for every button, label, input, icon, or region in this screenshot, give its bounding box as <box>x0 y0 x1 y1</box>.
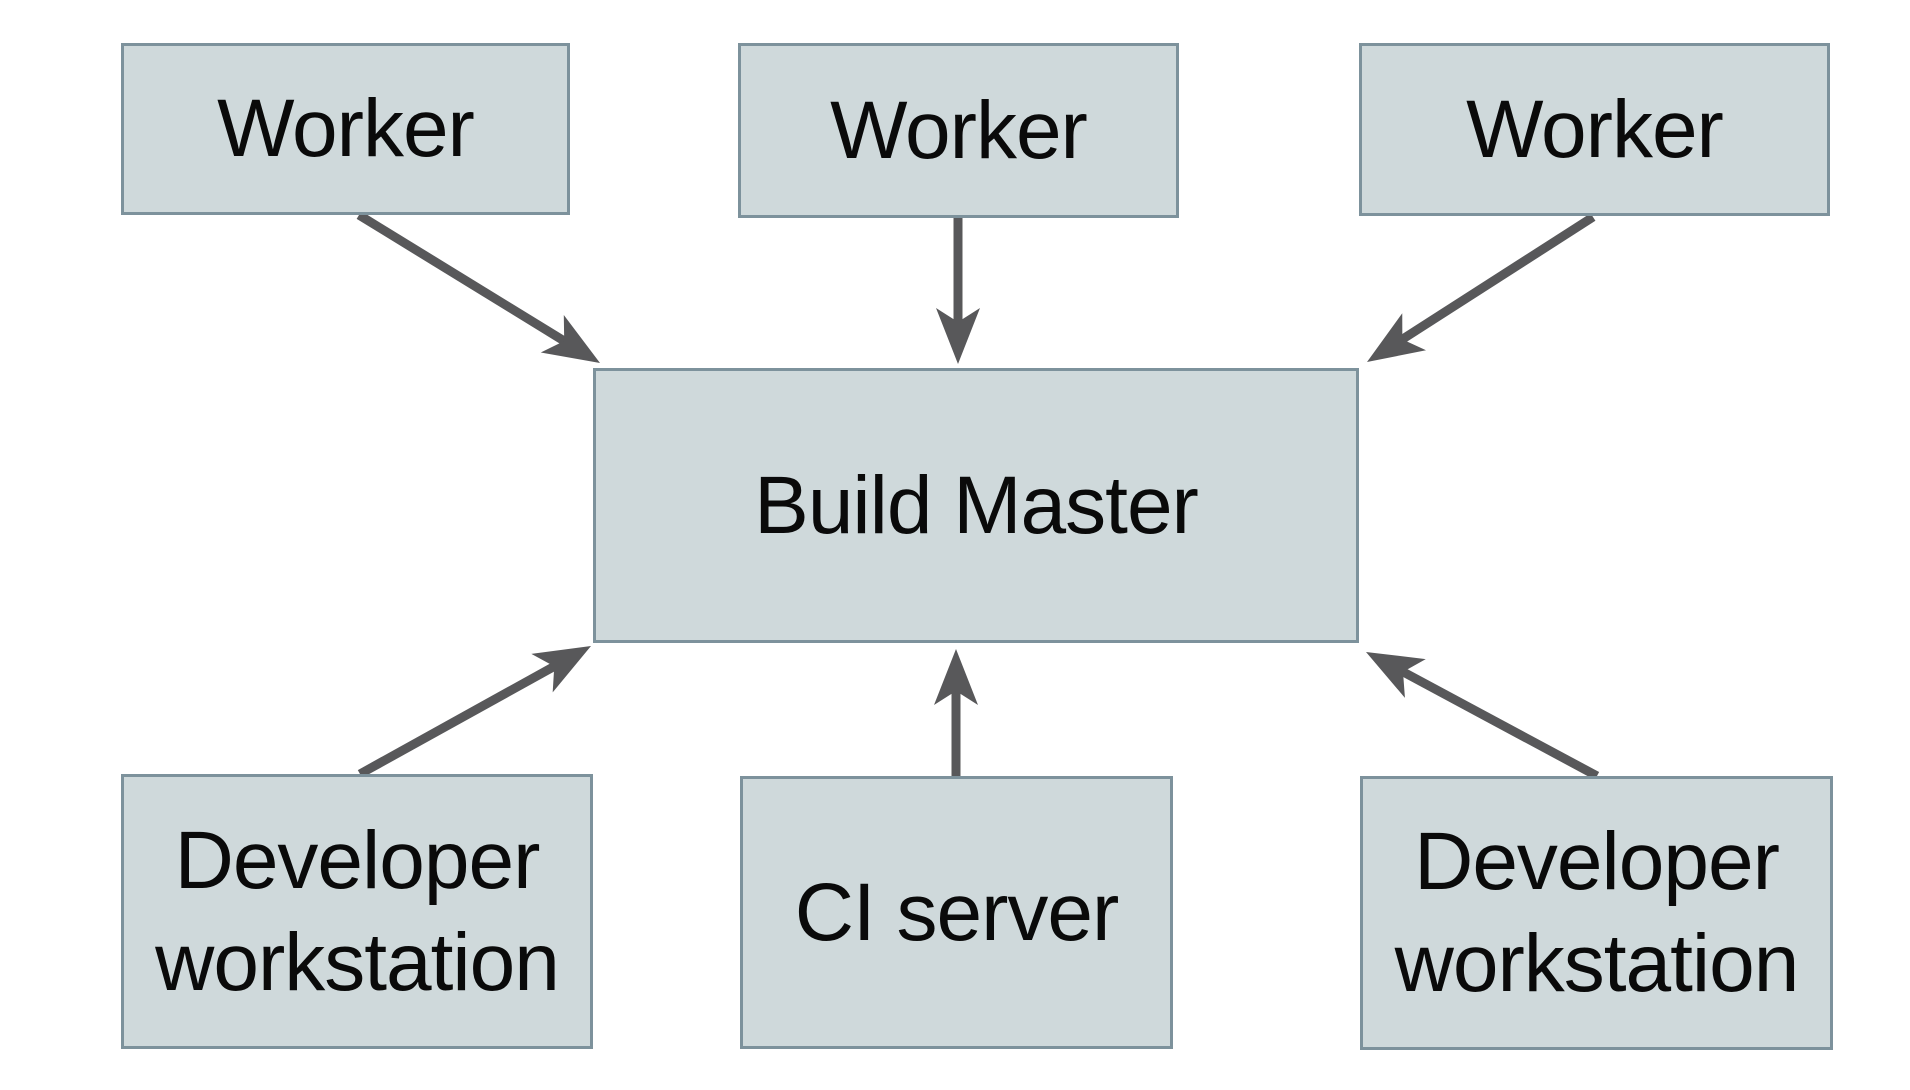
node-build-master: Build Master <box>593 368 1359 643</box>
arrowhead-ci-server-to-build-master <box>934 649 978 705</box>
node-worker-1-label: Worker <box>217 83 475 175</box>
node-worker-3-label: Worker <box>1466 83 1724 175</box>
arrowhead-dev-workstation-1-to-build-master <box>531 646 591 693</box>
arrow-worker-1-to-build-master <box>356 211 570 347</box>
node-ci-server: CI server <box>740 776 1173 1049</box>
node-worker-2: Worker <box>738 43 1179 218</box>
arrow-dev-workstation-2-to-build-master <box>1397 666 1600 780</box>
arrowhead-worker-3-to-build-master <box>1367 313 1427 362</box>
node-worker-1: Worker <box>121 43 570 215</box>
node-build-master-label: Build Master <box>754 459 1199 551</box>
node-ci-server-label: CI server <box>794 866 1120 958</box>
arrowhead-worker-2-to-build-master <box>936 308 980 364</box>
arrow-dev-workstation-1-to-build-master <box>357 660 560 778</box>
node-worker-3: Worker <box>1359 43 1830 216</box>
arrow-worker-3-to-build-master <box>1396 213 1596 346</box>
arrowhead-dev-workstation-2-to-build-master <box>1366 652 1426 698</box>
node-worker-2-label: Worker <box>830 84 1088 176</box>
